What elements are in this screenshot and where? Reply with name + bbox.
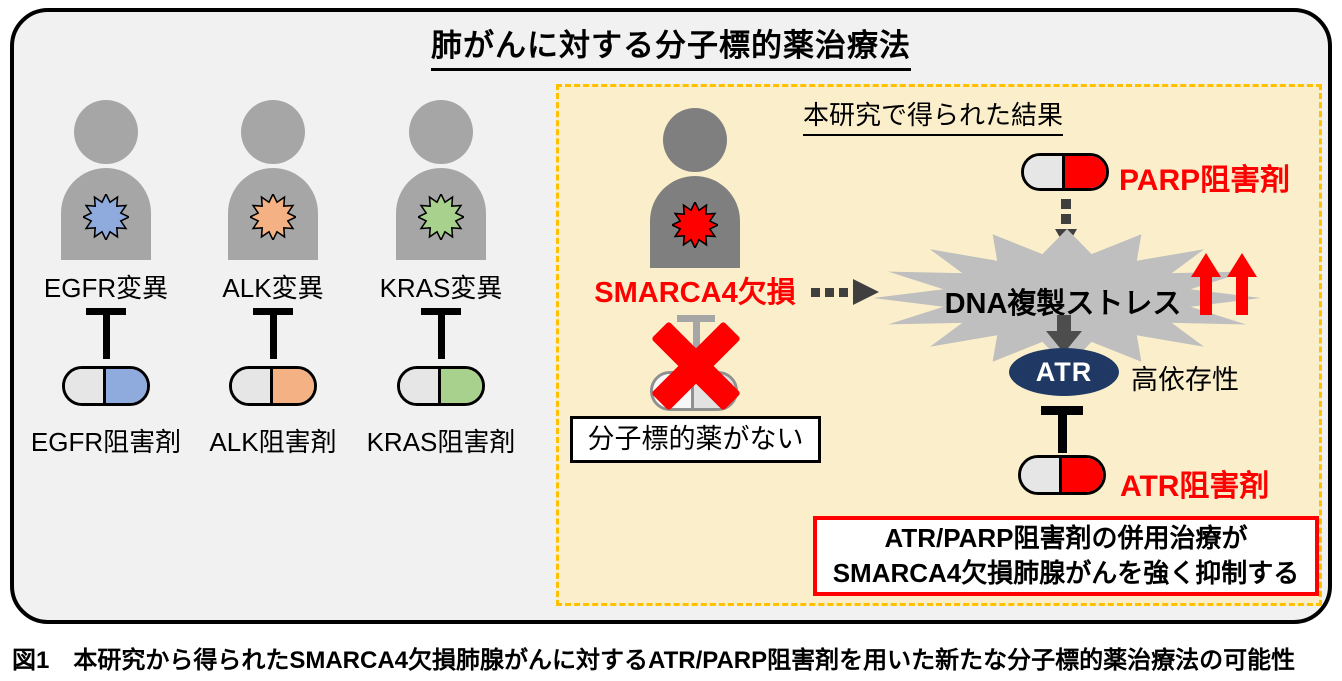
pill-right-half [273, 369, 314, 403]
dependency-label: 高依存性 [1131, 365, 1239, 395]
smarca4-patient-icon [645, 108, 745, 268]
patient-icon [361, 100, 521, 260]
atr-pill-icon [1018, 455, 1106, 495]
down-arrow-icon [1046, 315, 1082, 353]
person-body-icon [228, 168, 318, 260]
smarca4-label: SMARCA4欠損 [594, 277, 796, 309]
person-head-icon [409, 100, 473, 164]
results-panel: 本研究で得られた結果 SMARCA4欠損 分子標的薬がない [556, 84, 1322, 606]
parp-pill-icon [1021, 153, 1109, 191]
tumor-starburst-icon [672, 202, 718, 248]
conclusion-line-1: ATR/PARP阻害剤の併用治療が [884, 523, 1248, 553]
mutation-starburst-icon [418, 194, 464, 240]
patient-group-kras: KRAS変異 KRAS阻害剤 [361, 100, 521, 460]
blocked-inhibition-t-icon [559, 315, 833, 368]
atr-node-label: ATR [1035, 356, 1093, 387]
mutation-label: ALK変異 [222, 273, 324, 303]
person-head-icon [663, 108, 727, 172]
figure-title-text: 肺がんに対する分子標的薬治療法 [431, 20, 911, 71]
person-head-icon [241, 100, 305, 164]
person-head-icon [74, 100, 138, 164]
stress-burst-icon [873, 229, 1261, 367]
conclusion-line-2: SMARCA4欠損肺腺がんを強く抑制する [832, 558, 1300, 588]
patient-icon [26, 100, 186, 260]
figure-caption: 図1 本研究から得られたSMARCA4欠損肺腺がんに対するATR/PARP阻害剤… [12, 647, 1296, 674]
inhibition-t-icon [1018, 406, 1106, 453]
atr-node: ATR [1009, 348, 1119, 396]
person-body-icon [396, 168, 486, 260]
atr-inhibitor-label: ATR阻害剤 [1120, 470, 1270, 503]
results-heading: 本研究で得られた結果 [783, 95, 1083, 136]
inhibition-t-icon [26, 308, 186, 359]
figure-title: 肺がんに対する分子標的薬治療法 [0, 20, 1342, 71]
mutation-starburst-icon [250, 194, 296, 240]
pill-icon [229, 366, 317, 406]
inhibitor-label: ALK阻害剤 [209, 427, 337, 457]
red-x-icon [651, 321, 741, 411]
mutation-label: EGFR変異 [43, 273, 169, 303]
parp-inhibitor-label: PARP阻害剤 [1119, 164, 1291, 197]
inhibitor-label: EGFR阻害剤 [30, 427, 182, 457]
up-arrows-icon [1191, 253, 1257, 315]
no-targeted-drug-box: 分子標的薬がない [570, 416, 821, 463]
pill-right-half [441, 369, 482, 403]
mutation-label: KRAS変異 [379, 273, 503, 303]
pill-icon [62, 366, 150, 406]
pill-right-half [106, 369, 147, 403]
dna-stress-label: DNA複製ストレス [944, 288, 1182, 320]
mutation-starburst-icon [83, 194, 129, 240]
patient-group-egfr: EGFR変異 EGFR阻害剤 [26, 100, 186, 460]
pill-left-half [232, 369, 273, 403]
inhibition-t-icon [193, 308, 353, 359]
person-body-icon [61, 168, 151, 260]
pill-left-half [65, 369, 106, 403]
inhibitor-label: KRAS阻害剤 [366, 427, 516, 457]
pill-left-half [400, 369, 441, 403]
patient-group-alk: ALK変異 ALK阻害剤 [193, 100, 353, 460]
dashed-arrow-icon [811, 279, 891, 305]
pill-icon [397, 366, 485, 406]
conclusion-box: ATR/PARP阻害剤の併用治療が SMARCA4欠損肺腺がんを強く抑制する [813, 516, 1319, 596]
inhibition-t-icon [361, 308, 521, 359]
patient-icon [193, 100, 353, 260]
person-body-icon [650, 176, 740, 268]
